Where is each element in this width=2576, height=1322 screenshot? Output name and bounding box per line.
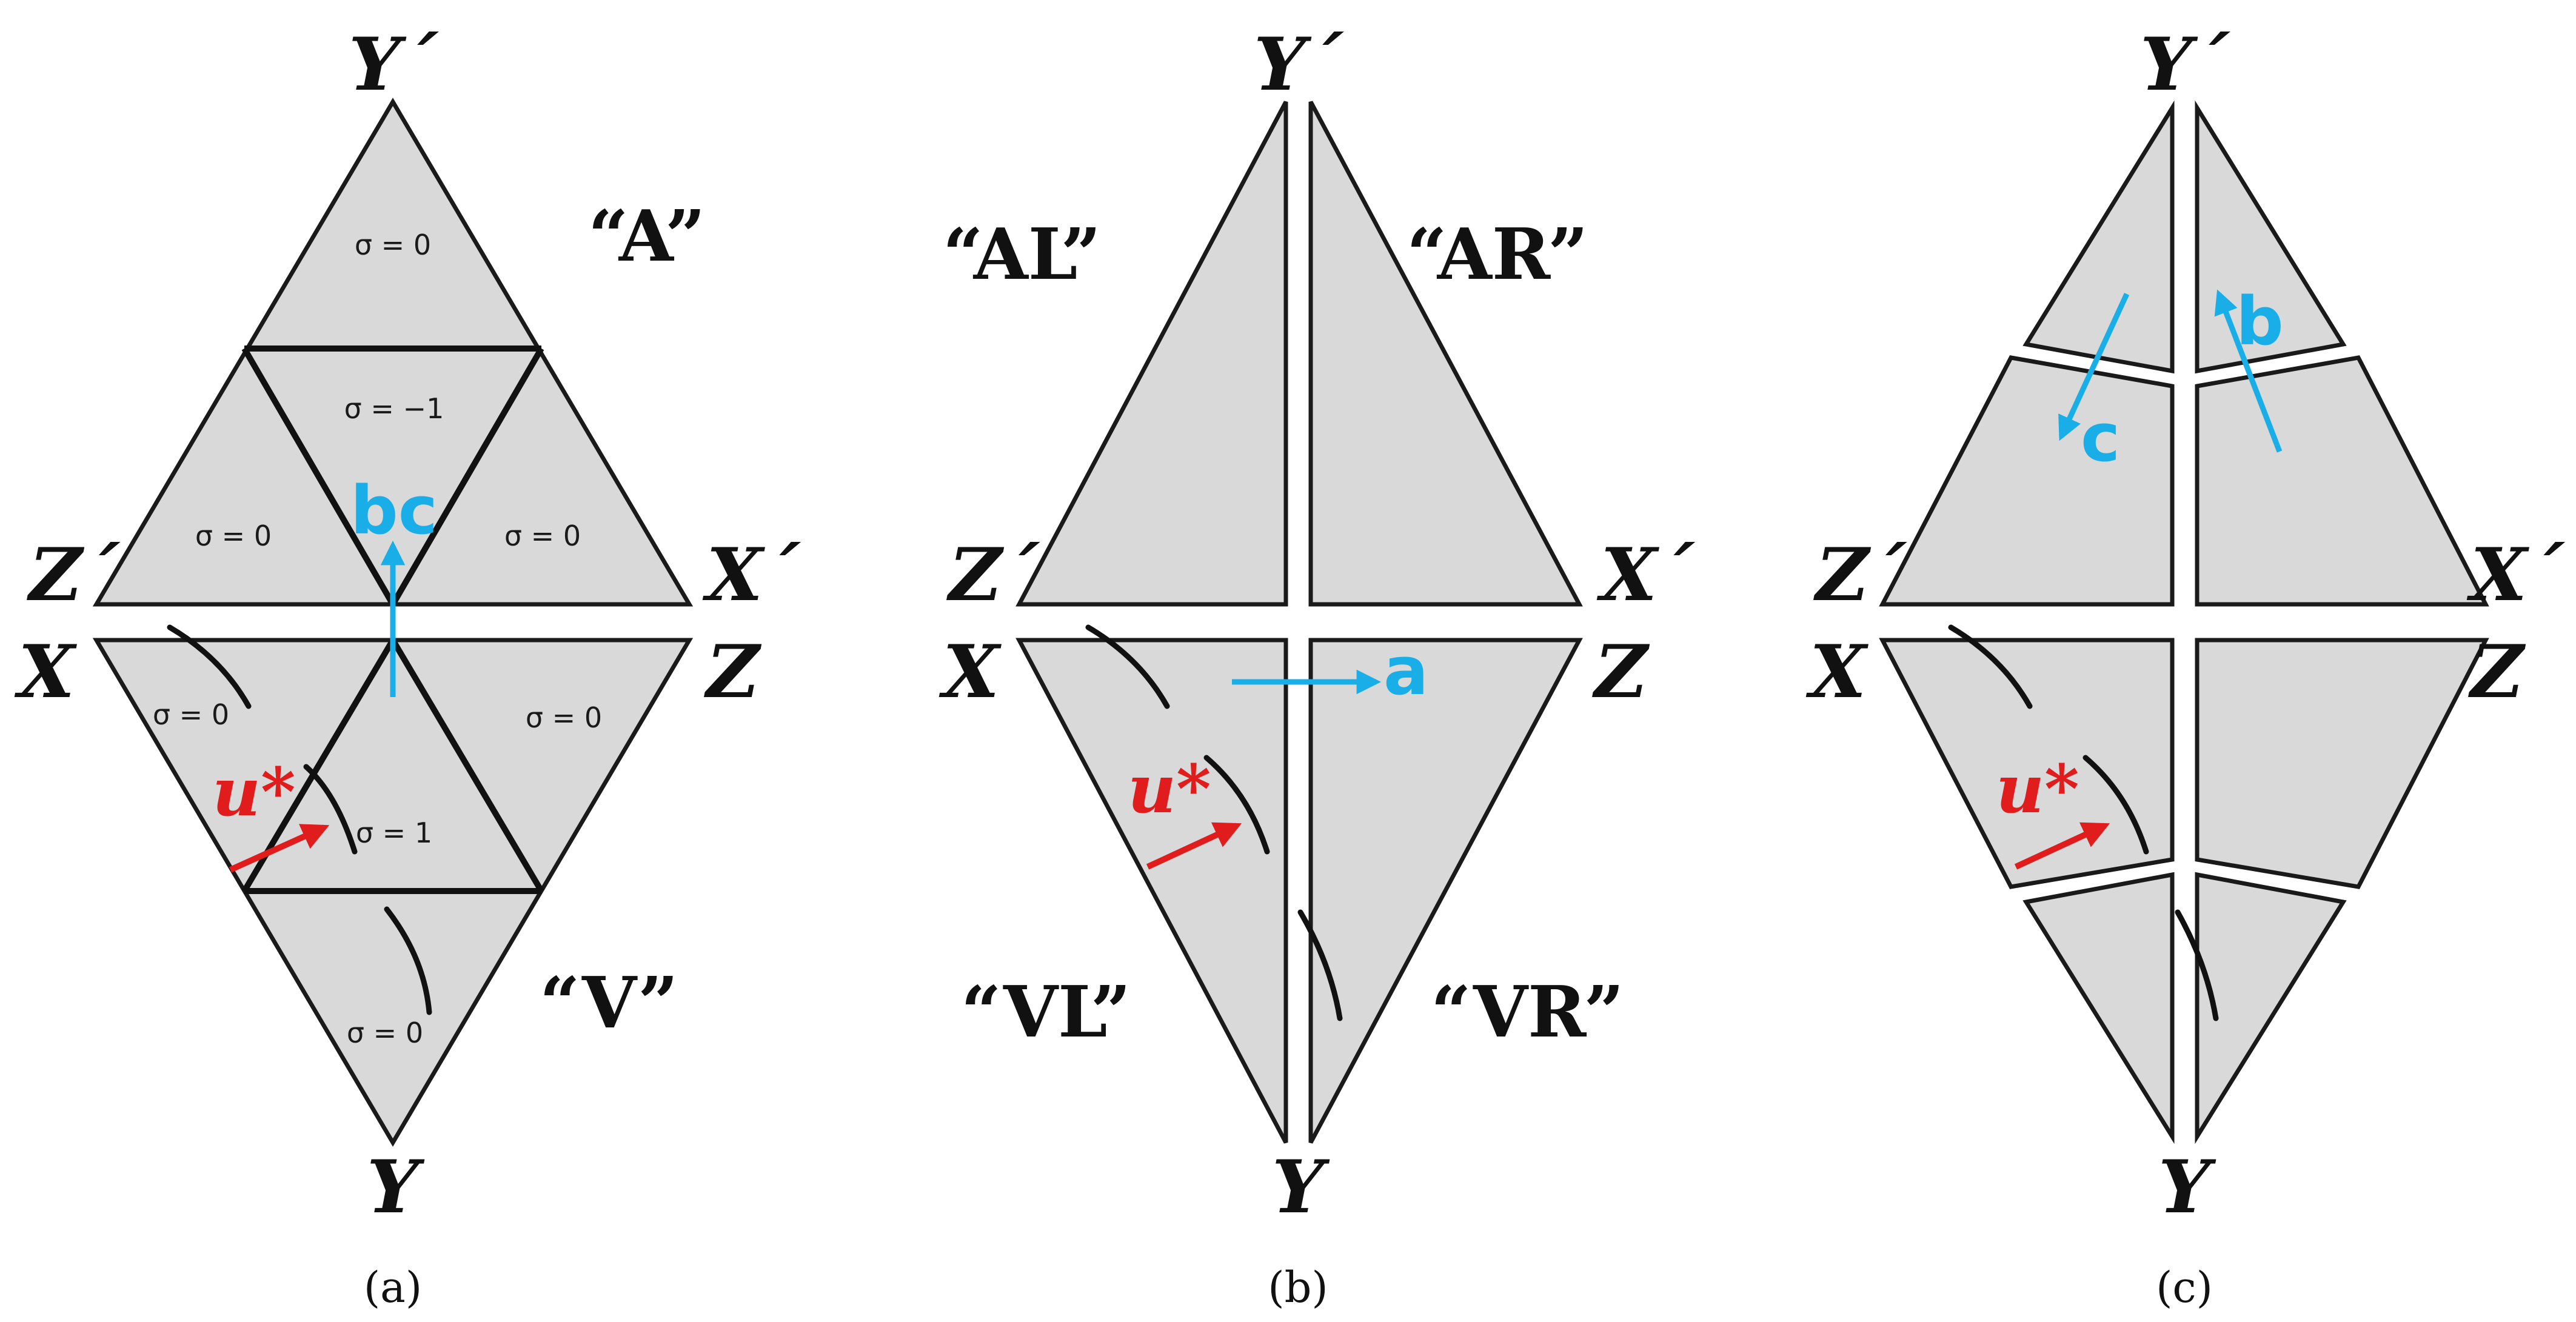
panel-c-b-arrow xyxy=(2214,289,2283,453)
panel-b: a u* Y´ Z´ X´ X Z Y “AL” “AR” “VL” “VR” … xyxy=(938,22,1696,1312)
panel-b-u-arrow xyxy=(1146,822,1242,870)
panel-c: b c u* Y´ Z´ X´ X Z Y (c) xyxy=(1805,22,2566,1312)
panel-a-sigma-right-up: σ = 0 xyxy=(504,519,581,552)
panel-a-sigma-left-up: σ = 0 xyxy=(195,519,272,552)
panel-b-vertex-z: Z xyxy=(1592,629,1650,715)
panel-b-curve-1 xyxy=(1085,624,1170,709)
panel-c-vertex-x-prime: X´ xyxy=(2466,532,2566,618)
panel-a-vertex-x: X xyxy=(14,629,77,715)
panel-a-bc-label: bc xyxy=(350,472,438,549)
panel-a-vertex-y-prime: Y´ xyxy=(349,22,440,107)
panel-a-sigma-bottom: σ = 0 xyxy=(347,1017,423,1049)
panel-b-vertex-z-prime: Z´ xyxy=(946,532,1041,618)
panel-b-vertex-y: Y xyxy=(1272,1144,1330,1230)
panel-b-vertex-x-prime: X´ xyxy=(1596,532,1696,618)
panel-c-piece-lower-left-bottom xyxy=(2022,872,2175,1144)
panel-a-line-lower-right xyxy=(390,638,544,893)
panel-a-caption: (a) xyxy=(364,1263,422,1312)
panel-b-region-vr: “VR” xyxy=(1431,971,1624,1053)
panel-a-curve-2 xyxy=(303,764,358,855)
panel-c-u-arrow xyxy=(2014,822,2110,870)
panel-a-region-v: “V” xyxy=(540,962,678,1044)
panel-b-region-vl: “VL” xyxy=(961,971,1131,1053)
panel-a-sigma-center-up: σ = −1 xyxy=(344,392,444,425)
panel-b-piece-al xyxy=(1015,101,1288,607)
panel-a-line-upper-right xyxy=(390,347,544,606)
panel-a-sigma-right-down: σ = 0 xyxy=(526,701,602,734)
panel-a-sigma-top: σ = 0 xyxy=(355,229,431,261)
panel-a-u-label: u* xyxy=(212,753,296,831)
panel-b-caption: (b) xyxy=(1268,1263,1328,1312)
panel-c-vertex-x: X xyxy=(1805,629,1868,715)
panel-c-curve-2 xyxy=(2083,755,2149,855)
panel-a-curve-1 xyxy=(167,624,252,709)
panel-c-b-label: b xyxy=(2236,282,2284,360)
panel-b-curve-2 xyxy=(1203,755,1270,855)
panel-a-sigma-left-down: σ = 0 xyxy=(153,698,229,731)
panel-c-piece-upper-left-top xyxy=(2022,100,2175,374)
panel-c-piece-lower-right-bottom xyxy=(2195,872,2347,1144)
panel-b-piece-ar xyxy=(1308,101,1583,607)
panel-a-vertex-x-prime: X´ xyxy=(702,532,801,618)
panel-c-piece-upper-right-bottom xyxy=(2195,355,2489,607)
panel-b-piece-vl xyxy=(1015,638,1288,1144)
panel-a-u-arrow xyxy=(229,824,330,873)
panel-c-c-arrow xyxy=(2058,293,2130,441)
panel-c-c-label: c xyxy=(2081,399,2120,476)
panel-c-curve-3 xyxy=(2175,909,2219,1021)
panel-c-vertex-z: Z xyxy=(2468,629,2526,715)
panel-b-piece-vr xyxy=(1308,638,1583,1144)
panel-b-region-ar: “AR” xyxy=(1407,213,1588,296)
panel-c-caption: (c) xyxy=(2156,1263,2213,1312)
panel-c-vertex-y: Y xyxy=(2158,1144,2216,1230)
panel-a-sigma-center-down: σ = 1 xyxy=(356,816,432,849)
panel-a-curve-3 xyxy=(384,906,432,1015)
panel-a-line-upper-left xyxy=(241,347,396,606)
panel-a-vertex-z: Z xyxy=(704,629,762,715)
panel-a-region-a: “A” xyxy=(588,195,706,278)
panel-b-region-al: “AL” xyxy=(943,213,1101,296)
panel-b-curve-3 xyxy=(1297,909,1343,1021)
panel-a-vertex-y: Y xyxy=(367,1144,425,1230)
panel-b-a-label: a xyxy=(1383,632,1428,710)
panel-b-vertex-y-prime: Y´ xyxy=(1254,22,1345,107)
panel-a: σ = 0 σ = −1 σ = 0 σ = 0 σ = 0 σ = 0 σ =… xyxy=(14,22,801,1312)
panel-c-u-label: u* xyxy=(1996,750,2079,828)
panel-c-piece-lower-right-top xyxy=(2195,638,2489,889)
panel-b-u-label: u* xyxy=(1128,750,1211,828)
panel-c-piece-upper-left-bottom xyxy=(1879,355,2175,607)
panel-b-vertex-x: X xyxy=(938,629,1002,715)
panel-a-vertex-z-prime: Z´ xyxy=(27,532,121,618)
panel-c-vertex-y-prime: Y´ xyxy=(2140,22,2231,107)
panel-c-vertex-z-prime: Z´ xyxy=(1813,532,1908,618)
panel-c-curve-1 xyxy=(1948,624,2033,709)
